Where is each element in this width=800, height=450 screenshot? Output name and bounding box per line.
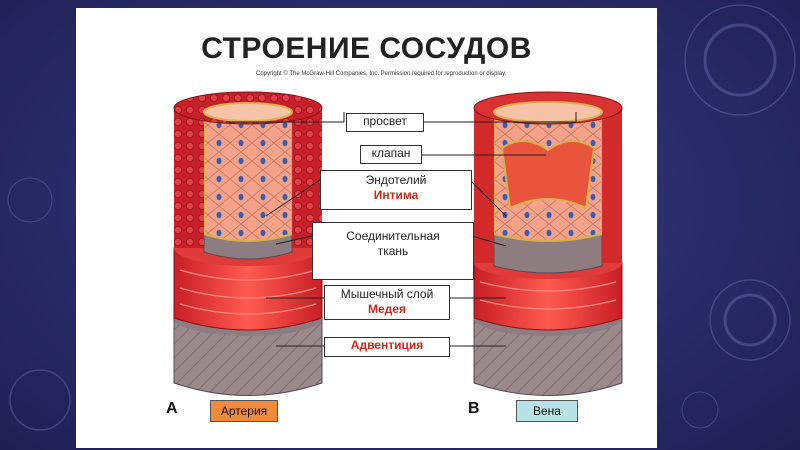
label-lumen-text: просвет xyxy=(363,114,407,128)
label-media: Мышечный слой Медея xyxy=(324,285,450,320)
label-connective-text-1: Соединительная xyxy=(346,229,440,243)
vessel-diagram xyxy=(173,91,623,396)
label-connective: Соединительная ткань xyxy=(312,222,474,280)
label-intima-text: Интима xyxy=(373,188,419,202)
label-media-text: Медея xyxy=(368,302,406,316)
vein-diagram xyxy=(473,91,623,396)
leader-lines xyxy=(226,112,577,347)
label-lumen: просвет xyxy=(346,113,424,132)
label-endothelium-text: Эндотелий xyxy=(365,173,427,187)
vein-letter: B xyxy=(468,400,480,417)
slide: СТРОЕНИЕ СОСУДОВ Copyright © The McGraw-… xyxy=(76,8,657,448)
label-adventitia-text: Адвентиция xyxy=(350,338,424,352)
artery-letter: A xyxy=(166,400,178,417)
label-valve: клапан xyxy=(360,145,422,164)
copyright-note: Copyright © The McGraw-Hill Companies, I… xyxy=(256,71,507,77)
label-adventitia: Адвентиция xyxy=(324,337,450,357)
artery-diagram xyxy=(173,91,323,396)
label-connective-text-2: ткань xyxy=(377,244,409,258)
artery-tag: Артерия xyxy=(210,400,278,422)
slide-title: СТРОЕНИЕ СОСУДОВ xyxy=(201,32,532,65)
label-intima: Эндотелий Интима xyxy=(320,170,472,210)
vein-tag: Вена xyxy=(516,400,578,422)
label-valve-text: клапан xyxy=(371,146,411,160)
label-muscle-text: Мышечный слой xyxy=(340,287,434,301)
